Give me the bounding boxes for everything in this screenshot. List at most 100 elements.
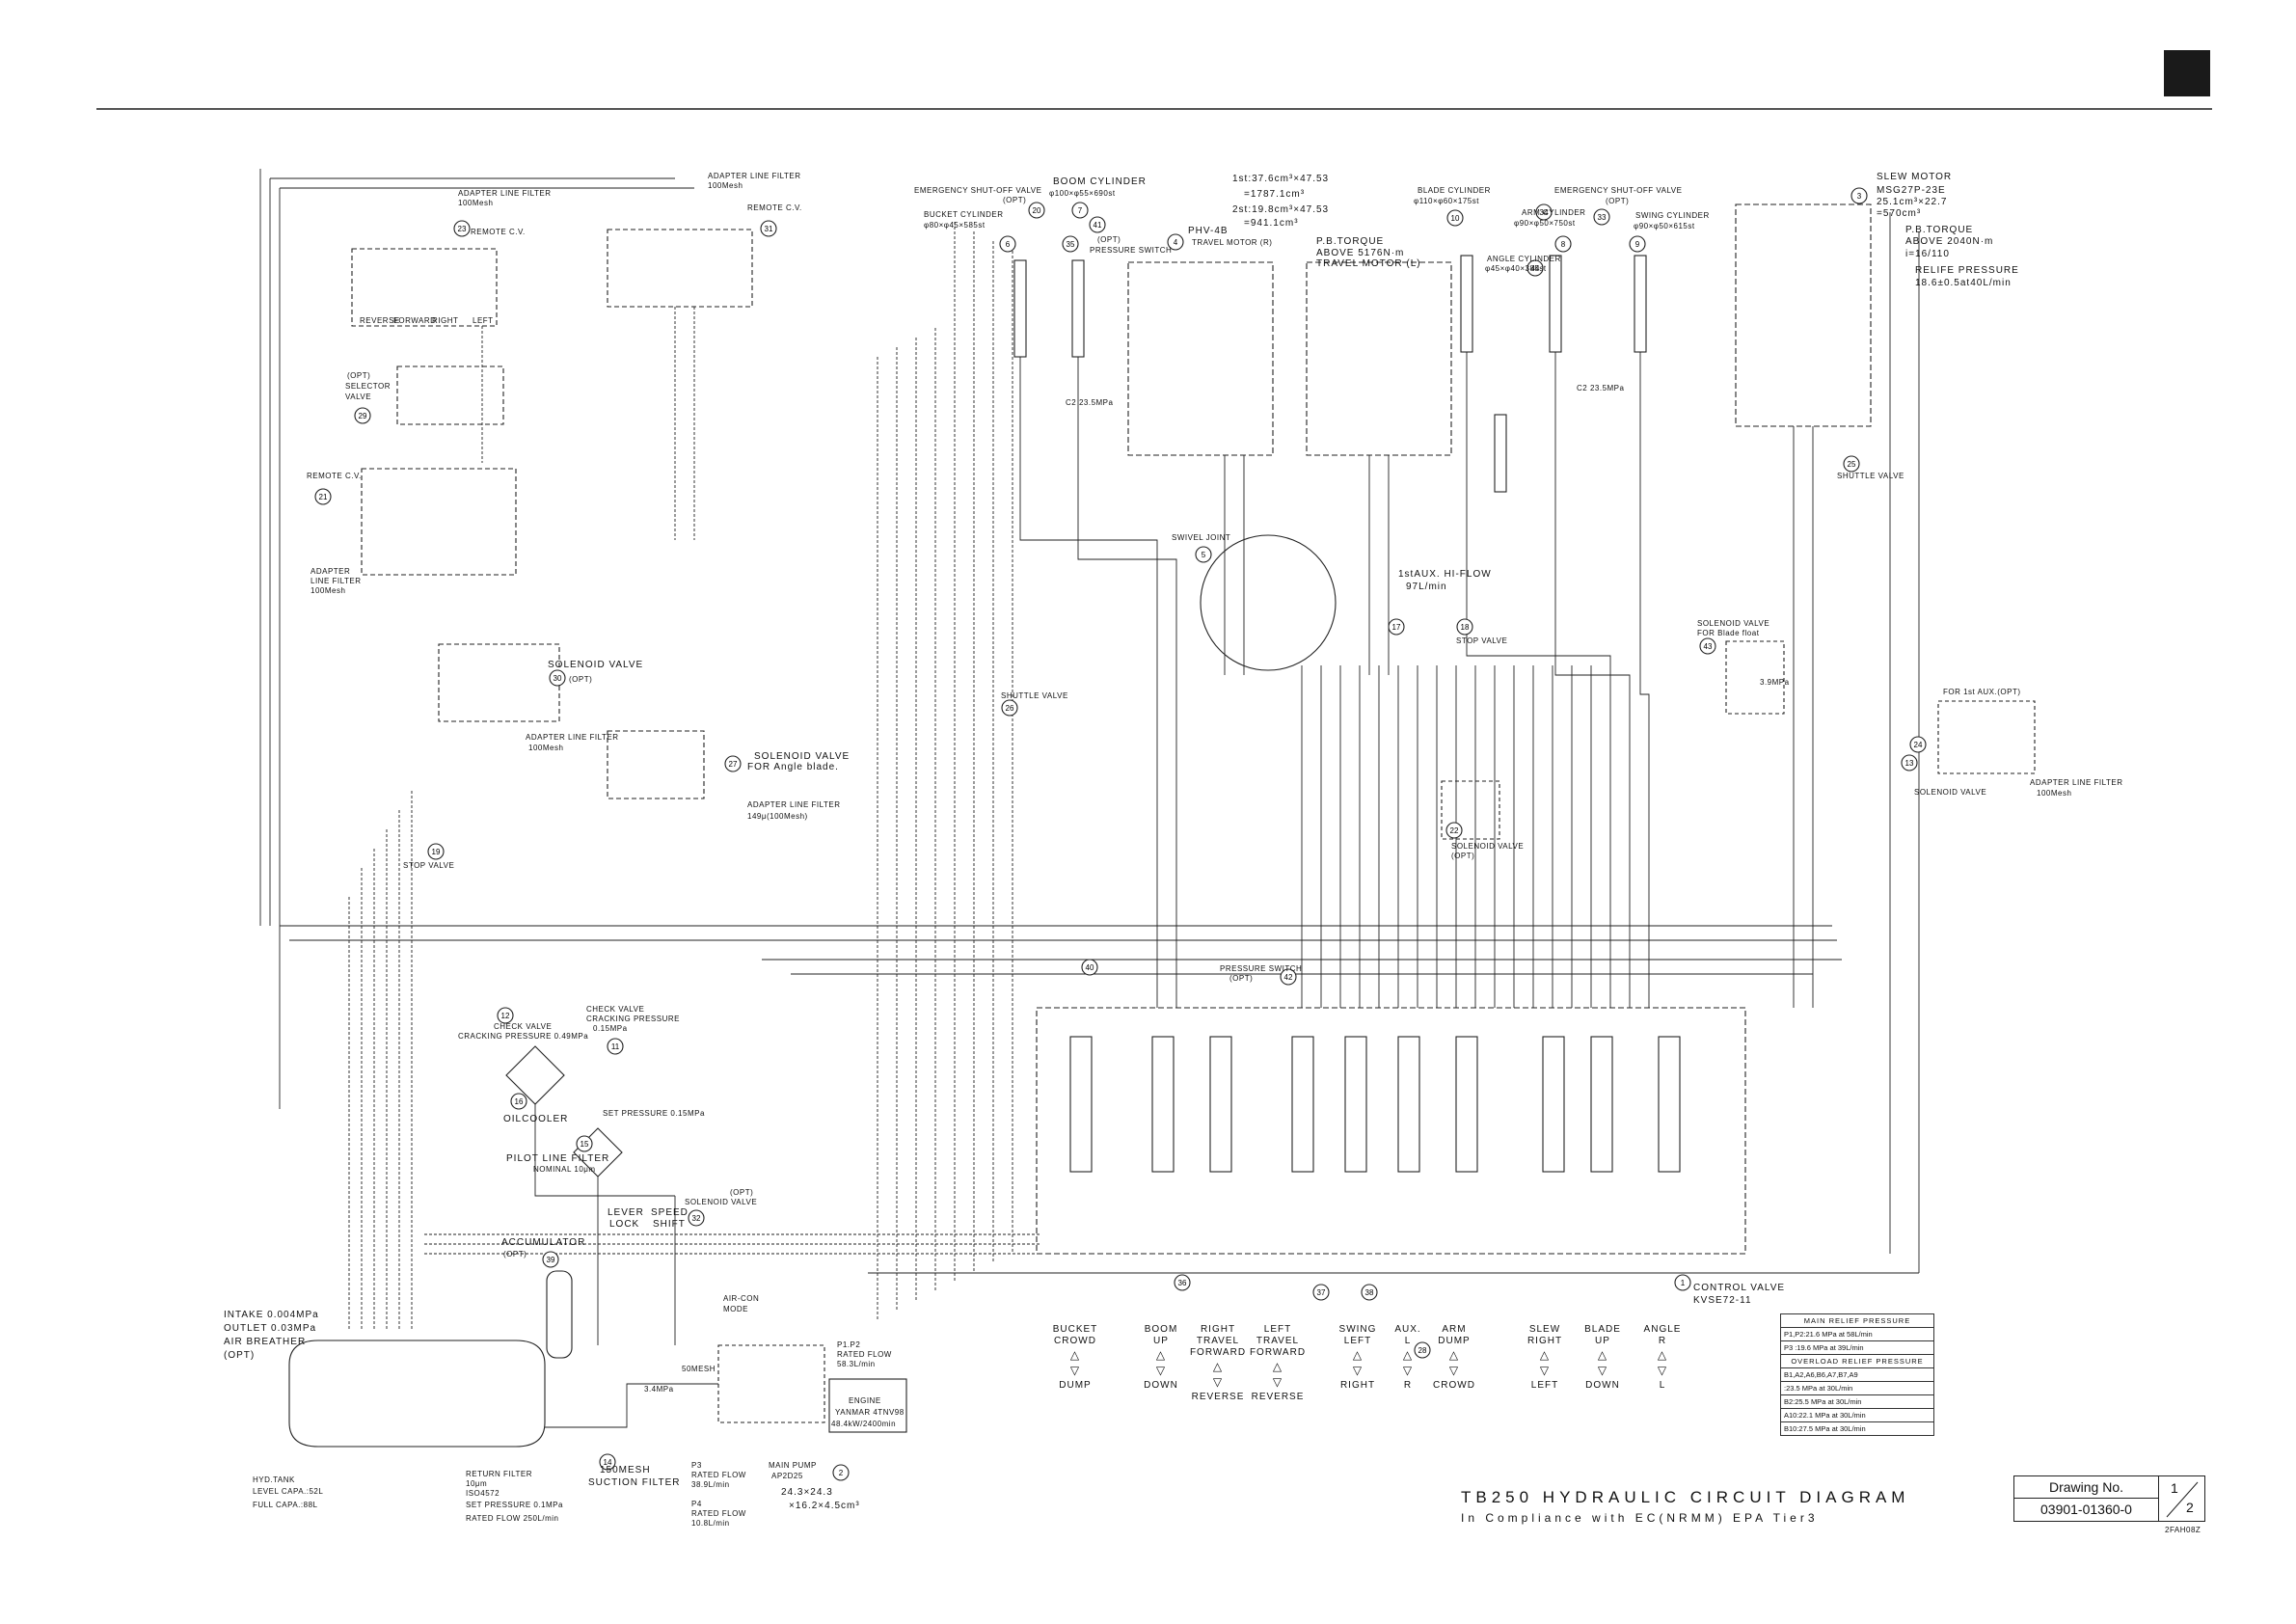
air-con-mode: MODE [723,1305,748,1313]
solenoid-valve-4-label: SOLENOID VALVE [1451,842,1525,851]
part-number-text: 36 [1178,1279,1187,1287]
engine-power: 48.4kW/2400min [831,1420,897,1428]
lever-label: LEVER [608,1207,644,1218]
overload-relief-row: B10:27.5 MPa at 30L/min [1780,1421,1934,1436]
sheet-tab-marker [2164,50,2210,96]
emergency-shutoff-2-opt: (OPT) [1606,197,1630,205]
part-number-balloon: 36 [1174,1274,1191,1291]
solenoid-angle-label: SOLENOID VALVE [754,751,851,762]
adapter-filter-3-mesh: 100Mesh [311,586,346,595]
sheet-total: 2 [2186,1500,2194,1515]
level-capa-label: LEVEL CAPA.:52L [253,1487,324,1496]
forward-label: FORWARD [393,316,437,325]
part-number-text: 38 [1365,1288,1374,1297]
left-label: LEFT [473,316,494,325]
drawing-number: 03901-01360-0 [2014,1499,2159,1521]
part-number-balloon: 33 [1593,208,1610,226]
selector-label: SELECTOR [345,382,391,391]
air-breather-label: AIR BREATHER [224,1337,307,1347]
part-number-balloon: 10 [1446,209,1464,227]
function-direction-b: RIGHT [1339,1380,1376,1391]
adapter-filter-4-label: ADAPTER LINE FILTER [526,733,619,742]
function-direction-a: UP [1153,1336,1169,1346]
stop-valve-2-label: STOP VALVE [1456,636,1508,645]
part-number-balloon: 30 [549,669,566,687]
part-number-balloon: 39 [542,1251,559,1268]
right-label: RIGHT [432,316,459,325]
engine-model: YANMAR 4TNV98 [835,1408,905,1417]
solenoid-valve-2-label: SOLENOID VALVE [685,1198,758,1206]
suction-filter-mesh: 150MESH [600,1465,651,1475]
main-relief-header: MAIN RELIEF PRESSURE [1780,1313,1934,1328]
part-number-text: 2 [839,1469,844,1477]
part-number-balloon: 5 [1195,546,1212,563]
overload-relief-header: OVERLOAD RELIEF PRESSURE [1780,1354,1934,1368]
set-pressure-label: SET PRESSURE 0.15MPa [603,1109,705,1118]
boom-cylinder-label: BOOM CYLINDER [1053,176,1147,187]
part-number-balloon: 2 [832,1464,850,1481]
p1p2-rated-flow: RATED FLOW [837,1350,892,1359]
part-number-balloon: 44 [1526,259,1544,277]
pb-torque-label: P.B.TORQUE [1316,236,1385,247]
main-pump-disp-2: ×16.2×4.5cm³ [789,1501,860,1511]
function-direction-a: DUMP [1438,1336,1471,1346]
part-number-balloon: 43 [1699,637,1716,655]
pilot-filter-nominal: NOMINAL 10μm [533,1165,596,1174]
travel-motor-l-label: TRAVEL MOTOR (L) [1316,258,1421,269]
function-direction-a: CROWD [1054,1336,1096,1346]
direction-arrow-icon: △ ▽ [1069,1348,1081,1377]
return-filter-set: SET PRESSURE 0.1MPa [466,1501,563,1509]
function-direction-a: LEFT [1343,1336,1372,1346]
function-name: SLEW [1528,1324,1561,1335]
hyd-tank-label: HYD.TANK [253,1475,295,1484]
function-direction-b: DOWN [1144,1380,1178,1391]
drawing-number-box: Drawing No. 03901-01360-0 1 2 [2013,1475,2205,1522]
part-number-text: 13 [1905,759,1914,768]
part-number-text: 27 [729,760,738,769]
diagram-subtitle: In Compliance with EC(NRMM) EPA Tier3 [1461,1511,1819,1525]
adapter-filter-6-mesh: 100Mesh [2037,789,2072,798]
part-number-balloon: 3 [1850,187,1868,204]
function-direction-a: R [1658,1336,1667,1346]
pb-torque-value: ABOVE 5176N·m [1316,248,1405,258]
direction-arrow-icon: △ ▽ [1597,1348,1608,1377]
overload-relief-row: :23.5 MPa at 30L/min [1780,1381,1934,1395]
function-name: BOOM [1144,1324,1178,1335]
part-number-balloon: 18 [1456,618,1473,636]
title-block: TB250 HYDRAULIC CIRCUIT DIAGRAM In Compl… [1461,1488,1909,1525]
direction-arrow-icon: △ ▽ [1448,1348,1460,1377]
slew-disp-1: 25.1cm³×22.7 [1877,197,1948,207]
part-number-text: 42 [1284,973,1293,982]
swivel-joint-label: SWIVEL JOINT [1172,533,1231,542]
travel-spec-1: 1st:37.6cm³×47.53 [1232,174,1330,184]
adapter-filter-2-label: ADAPTER LINE FILTER [458,189,552,198]
return-filter-flow: RATED FLOW 250L/min [466,1514,559,1523]
relief-pressure-table: MAIN RELIEF PRESSURE P1,P2:21.6 MPa at 5… [1780,1313,1934,1436]
slew-disp-2: =570cm³ [1877,208,1922,219]
overload-relief-row: A10:22.1 MPa at 30L/min [1780,1408,1934,1422]
function-direction-a: UP [1595,1336,1610,1346]
shuttle-valve-label: SHUTTLE VALVE [1837,472,1904,480]
part-number-text: 22 [1450,826,1459,835]
bucket-cylinder-dim: φ80×φ45×585st [924,221,986,230]
function-direction-a: RIGHT [1526,1336,1563,1346]
part-number-text: 23 [458,225,467,233]
part-number-text: 43 [1704,642,1713,651]
slew-relief-label: RELIFE PRESSURE [1915,265,2019,276]
direction-arrow-icon: △ ▽ [1352,1348,1364,1377]
adapter-filter-2-mesh: 100Mesh [458,199,494,207]
part-number-text: 18 [1461,623,1470,632]
blade-cylinder-dim: φ110×φ60×175st [1414,197,1479,205]
part-number-balloon: 1 [1674,1274,1691,1291]
remote-cv-3-label: REMOTE C.V. [307,472,362,480]
part-number-balloon: 27 [724,755,742,772]
solenoid-valve-1-opt: (OPT) [569,675,593,684]
top-rule [96,108,2212,110]
travel-spec-3: 2st:19.8cm³×47.53 [1232,204,1330,215]
